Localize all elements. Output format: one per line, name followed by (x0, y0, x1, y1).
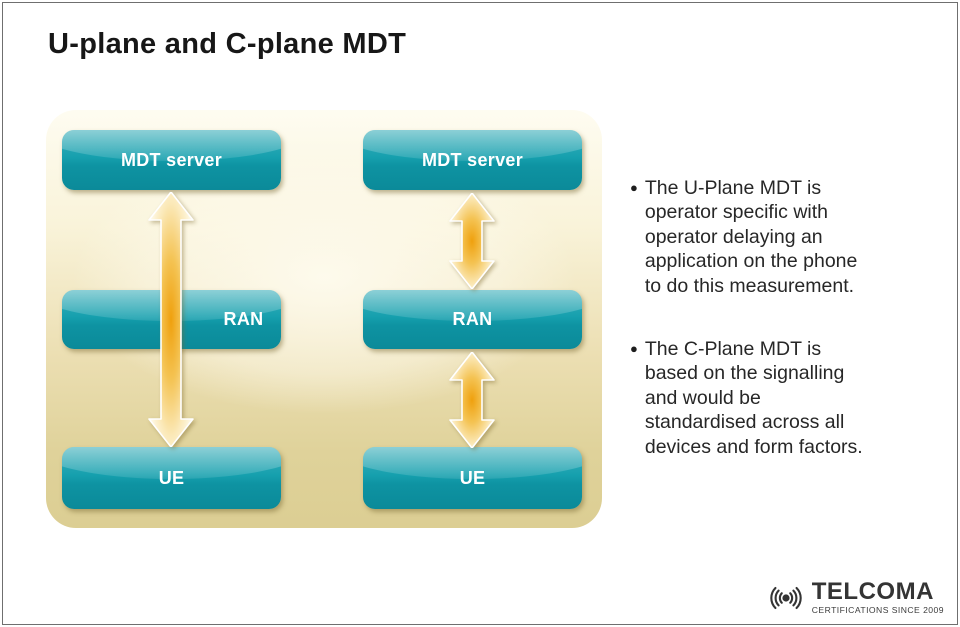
telcoma-logo: TELCOMA CERTIFICATIONS SINCE 2009 (765, 577, 944, 617)
logo-brand: TELCOMA (811, 577, 934, 605)
antenna-signal-icon (770, 586, 802, 610)
c-plane-ue-box: UE (363, 447, 582, 509)
bullet-dot-icon: ● (630, 341, 638, 357)
list-item: ● The C-Plane MDT is based on the signal… (630, 337, 930, 459)
notes-list: ● The U-Plane MDT is operator specific w… (630, 176, 930, 498)
c-plane-server-ran-double-arrow-icon (449, 193, 495, 289)
logo-tagline: CERTIFICATIONS SINCE 2009 (811, 604, 944, 615)
c-plane-ran-box: RAN (363, 290, 582, 349)
bullet-dot-icon: ● (630, 180, 638, 195)
u-plane-ran-label: RAN (223, 309, 264, 329)
c-plane-note-text: The C-Plane MDT is based on the signalli… (644, 338, 863, 458)
c-plane-mdt-server-box: MDT server (363, 130, 582, 190)
list-item: ● The U-Plane MDT is operator specific w… (630, 176, 930, 298)
logo-text: TELCOMA CERTIFICATIONS SINCE 2009 (811, 577, 944, 615)
u-plane-ue-label: UE (158, 467, 185, 488)
page-title: U-plane and C-plane MDT (48, 28, 407, 60)
c-plane-ran-label: RAN (452, 309, 493, 329)
c-plane-ue-label: UE (459, 467, 486, 488)
u-plane-mdt-server-box: MDT server (62, 130, 281, 190)
u-plane-double-arrow-icon (148, 192, 194, 447)
u-plane-ue-box: UE (62, 447, 281, 509)
c-plane-mdt-server-label: MDT server (421, 149, 524, 170)
c-plane-ran-ue-double-arrow-icon (449, 352, 495, 448)
u-plane-mdt-server-label: MDT server (120, 149, 223, 170)
diagram-panel: MDT server RAN UE MDT server RAN UE (46, 110, 602, 528)
u-plane-note-text: The U-Plane MDT is operator specific wit… (644, 177, 858, 297)
